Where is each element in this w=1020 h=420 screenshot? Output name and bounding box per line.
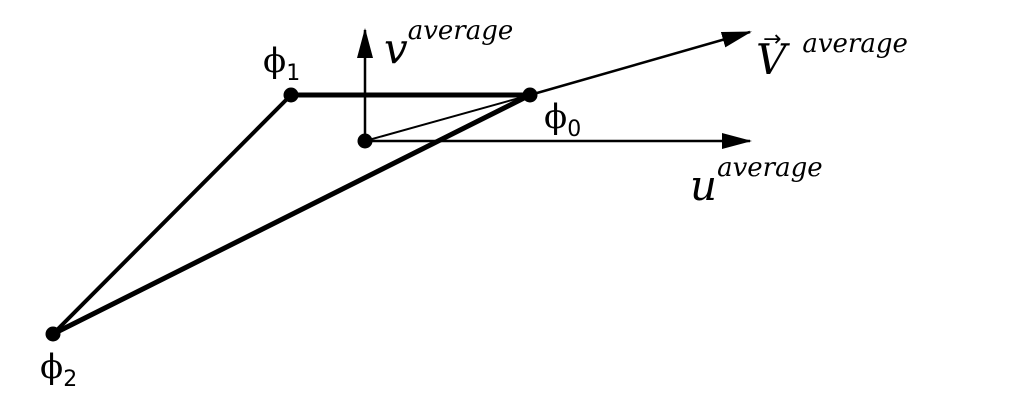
label-u-average: uaverage [690, 153, 823, 210]
label-phi0: ϕ0 [544, 97, 581, 142]
label-v-superscript: average [408, 16, 514, 46]
label-phi2-symbol: ϕ [40, 347, 63, 387]
label-v-average: vaverage [384, 16, 513, 73]
node-phi1 [283, 87, 299, 103]
label-phi1-index: 1 [286, 61, 300, 86]
label-V-symbol: V [756, 35, 790, 84]
label-phi1-symbol: ϕ [263, 41, 286, 81]
origin-to-phi0-line [364, 94, 531, 142]
label-phi0-symbol: ϕ [544, 97, 567, 137]
label-v-symbol: v [384, 24, 408, 73]
label-u-symbol: u [690, 161, 717, 210]
label-phi0-index: 0 [567, 117, 581, 142]
edge-phi1-phi2 [51, 93, 293, 336]
label-V-arrow: → [763, 27, 781, 52]
node-phi2 [45, 326, 61, 342]
node-phi0 [522, 87, 538, 103]
label-phi2-index: 2 [63, 367, 77, 392]
label-u-superscript: average [717, 153, 823, 183]
node-origin [357, 133, 373, 149]
label-phi1: ϕ1 [263, 41, 300, 86]
label-phi2: ϕ2 [40, 347, 77, 392]
label-V-superscript: average [802, 29, 908, 59]
V-average-arrow [529, 30, 752, 97]
edge-phi2-phi0 [51, 92, 532, 337]
